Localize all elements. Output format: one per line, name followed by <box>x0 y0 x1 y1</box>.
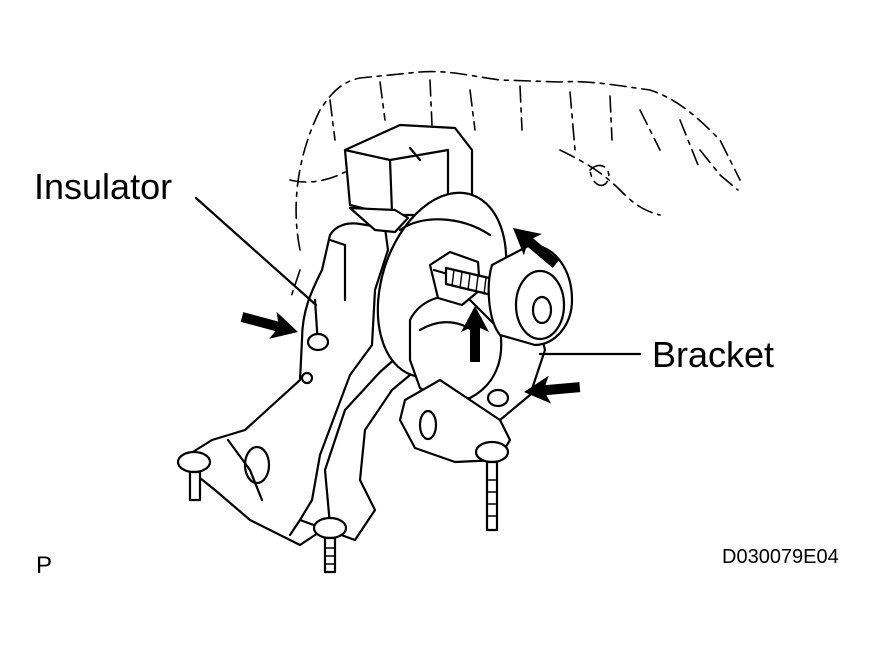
mounting-studs <box>176 332 510 574</box>
arrow-icon <box>524 375 581 404</box>
through-bolt <box>428 243 574 347</box>
insulator-label: Insulator <box>34 166 173 207</box>
insulator-leader <box>194 196 318 307</box>
leader-lines <box>194 196 642 356</box>
upper-rubber-block <box>343 123 474 234</box>
bracket-label: Bracket <box>652 334 775 375</box>
insulator-casting <box>186 222 420 547</box>
engine-block-outline <box>289 70 741 301</box>
arrow-icon <box>240 311 298 339</box>
page-mark: P <box>36 552 53 579</box>
arrows <box>240 228 581 404</box>
arrow-icon <box>513 228 560 268</box>
arrow-icon <box>461 306 489 362</box>
figure-code: D030079E04 <box>722 546 839 568</box>
